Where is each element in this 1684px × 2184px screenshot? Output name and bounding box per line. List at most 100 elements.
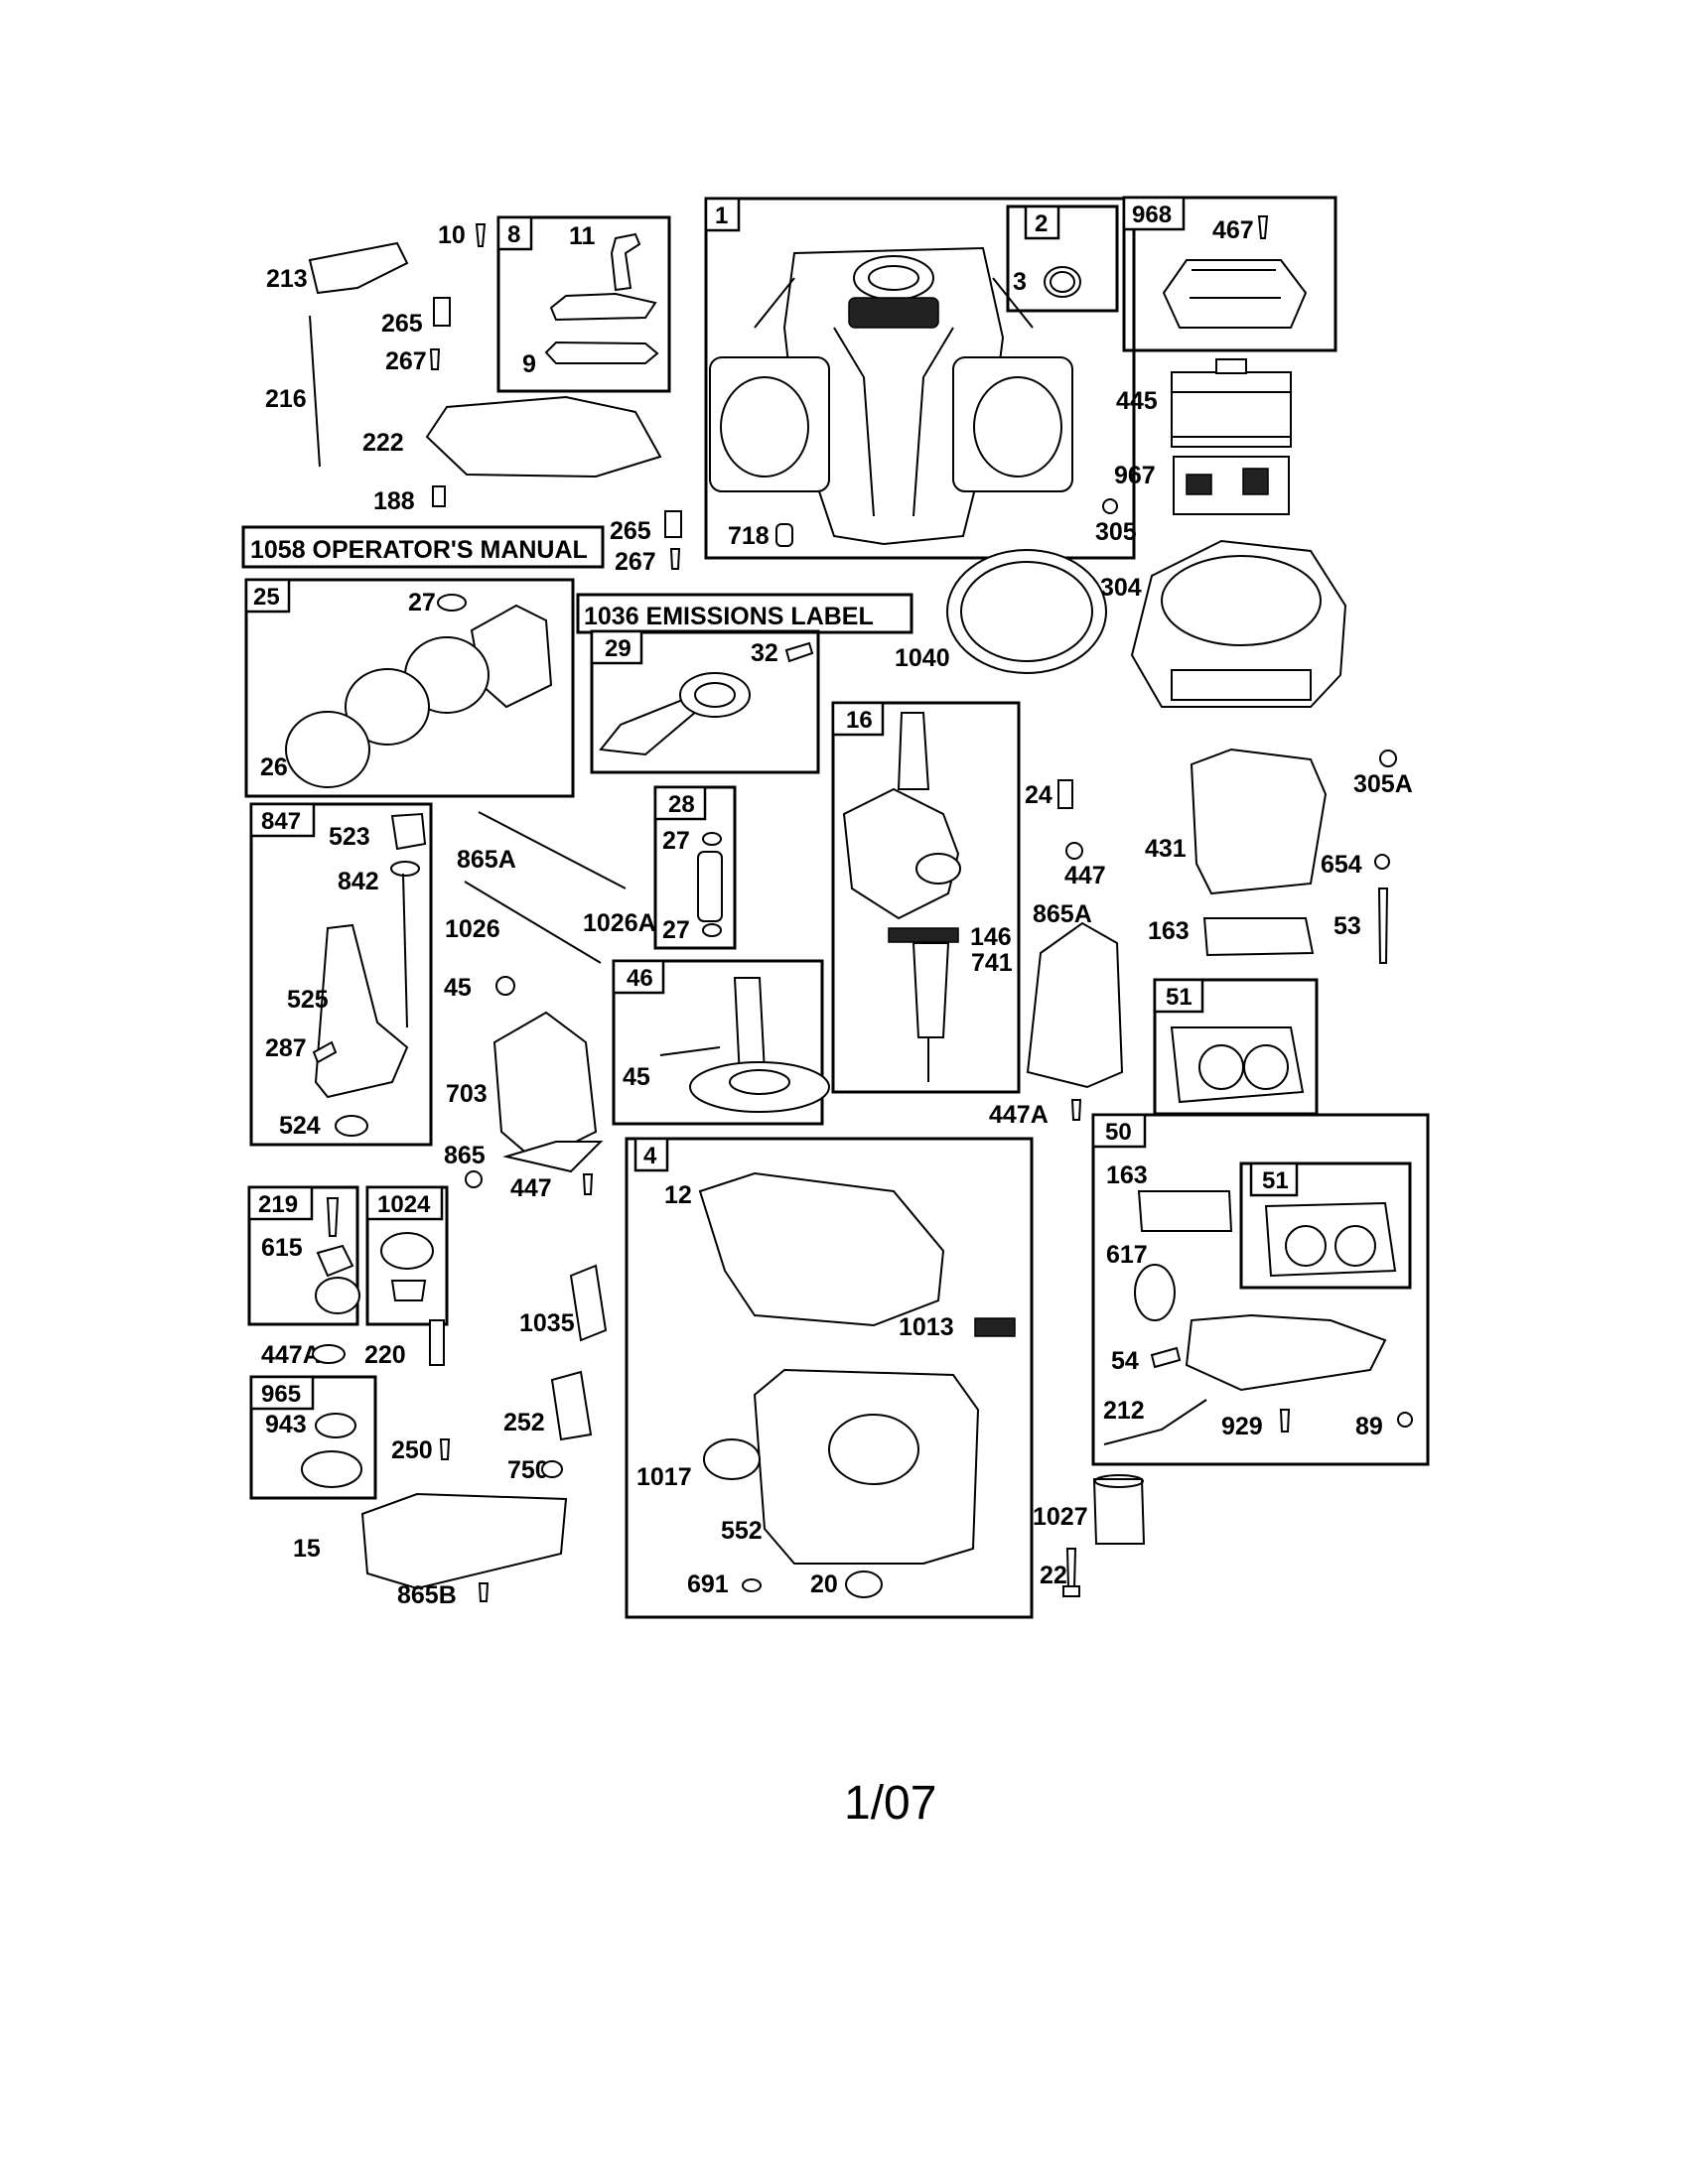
part-865-label: 703 [446, 1080, 488, 1108]
lower-left-parts: 447A 220 1035 252 250 750 15 865B [261, 1264, 608, 1609]
part-146-label: 146 [970, 923, 1012, 951]
part-1017-label: 1017 [636, 1463, 692, 1491]
group-1-number: 1 [715, 203, 728, 229]
air-filter-icon [1171, 371, 1292, 448]
part-265b-label: 265 [610, 517, 651, 545]
part-865B-label: 15 [293, 1535, 321, 1563]
group-968-number: 968 [1132, 202, 1172, 228]
cylinder-block-icon [709, 246, 1073, 546]
group-847: 847 523 842 525 287 524 [249, 802, 433, 1147]
part-523-label: 523 [329, 823, 370, 851]
cylinder-baffle-icon [492, 1011, 598, 1163]
part-89-label: 89 [1355, 1413, 1383, 1440]
part-53-label: 53 [1333, 912, 1361, 940]
part-447A-c-label: 865B [397, 1581, 457, 1609]
group-965: 965 943 [249, 1375, 377, 1500]
part-842-label: 842 [338, 868, 379, 895]
group-847-number: 847 [261, 808, 301, 835]
nested-gasket-icon [1264, 1201, 1397, 1278]
right-center-parts: 24 447 865A 447A 305A 431 654 163 53 [989, 748, 1413, 1129]
group-16: 16 146 741 [831, 701, 1021, 1094]
part-654-label: 654 [1321, 851, 1362, 879]
part-718-label: 718 [728, 522, 770, 550]
group-46-number: 46 [627, 965, 653, 992]
gasket-icon [544, 341, 659, 364]
part-929-label: 929 [1221, 1413, 1263, 1440]
lower-baffle-icon [360, 1492, 568, 1590]
part-525-label: 525 [287, 986, 329, 1014]
part-27b-label: 27 [662, 916, 690, 944]
gasket-163-icon [1137, 1190, 1233, 1232]
group-29-number: 29 [605, 635, 632, 662]
group-1024: 1024 [365, 1185, 449, 1326]
crankshaft-icon [897, 712, 930, 790]
part-617-label: 617 [1106, 1241, 1148, 1269]
part-703-label: 45 [444, 974, 472, 1002]
part-163b-label: 163 [1106, 1161, 1148, 1189]
part-22-label: 22 [1040, 1562, 1067, 1589]
part-265-label: 265 [381, 310, 423, 338]
intake-gasket-icon [1202, 917, 1315, 957]
part-12-label: 12 [664, 1181, 692, 1209]
breather-tube-icon [610, 232, 641, 292]
part-10-label: 10 [438, 221, 466, 249]
part-3-label: 3 [1013, 268, 1027, 296]
part-54-label: 54 [1111, 1347, 1139, 1375]
part-287-label: 287 [265, 1034, 307, 1062]
group-219-number: 219 [258, 1191, 298, 1218]
lower-right-parts: 1027 22 [1033, 1474, 1146, 1597]
crankcase-cover-icon [753, 1368, 980, 1565]
group-50-number: 50 [1105, 1119, 1132, 1146]
part-447A-b-label: 447A [989, 1101, 1049, 1129]
part-1040-label: 1040 [895, 644, 950, 672]
emissions-label-banner: 1036 EMISSIONS LABEL [576, 593, 913, 634]
baffle-parts-center: 703 865 447 [444, 1011, 604, 1202]
part-11-label: 11 [569, 222, 596, 250]
page-number: 1/07 [844, 1777, 936, 1830]
group-968: 968 467 [1122, 196, 1337, 352]
operators-manual-label: 1058 OPERATOR'S MANUAL [250, 536, 588, 564]
part-1026A-label: 1026 [445, 915, 500, 943]
part-1027-label: 1027 [1033, 1503, 1088, 1531]
group-51: 51 [1153, 978, 1319, 1116]
operators-manual-banner: 1058 OPERATOR'S MANUAL [241, 525, 605, 569]
governor-gear-icon [315, 1277, 360, 1314]
part-467-label: 467 [1212, 216, 1254, 244]
part-9-label: 9 [522, 350, 536, 378]
part-26-label: 26 [260, 753, 288, 781]
breather-icon [549, 292, 657, 322]
air-cleaner-cover-icon [1162, 259, 1308, 329]
part-1026-label: 865A [457, 846, 516, 874]
dipstick-cap-icon [390, 812, 427, 851]
group-46: 46 45 [612, 959, 830, 1126]
part-305A-label: 305A [1353, 770, 1413, 798]
group-1024-number: 1024 [377, 1191, 431, 1218]
part-741-label: 741 [971, 949, 1013, 977]
part-305-label: 305 [1095, 518, 1137, 546]
part-27-label: 27 [408, 589, 436, 616]
pushrod-parts: 865A 1026 1026A 45 [444, 811, 656, 1002]
part-445-label: 445 [1116, 387, 1158, 415]
part-220-label: 447A [261, 1341, 321, 1369]
part-304-label: 304 [1100, 574, 1142, 602]
group-51b-number: 51 [1262, 1167, 1289, 1194]
governor-lever-icon [308, 241, 409, 295]
part-552-label: 552 [721, 1517, 763, 1545]
part-45-label: 1026A [583, 909, 656, 937]
part-250-label: 252 [503, 1409, 545, 1436]
part-252-label: 1035 [519, 1309, 575, 1337]
part-615-label: 615 [261, 1234, 303, 1262]
part-691-label: 691 [687, 1570, 729, 1598]
part-1035-label: 220 [364, 1341, 406, 1369]
filter-element-icon [569, 1264, 608, 1342]
part-212-label: 212 [1103, 1397, 1145, 1425]
cover-plate-icon [301, 1450, 362, 1488]
emissions-label-text: 1036 EMISSIONS LABEL [584, 603, 874, 630]
carburetor-gasket-icon [1170, 1026, 1305, 1104]
group-4: 4 12 1013 1017 552 691 20 [625, 1137, 1034, 1619]
group-25: 25 27 26 [244, 578, 575, 798]
governor-parts: 10 213 265 267 216 222 188 265 267 [265, 221, 682, 576]
group-219: 219 615 [247, 1185, 360, 1326]
part-45b-label: 45 [623, 1063, 650, 1091]
